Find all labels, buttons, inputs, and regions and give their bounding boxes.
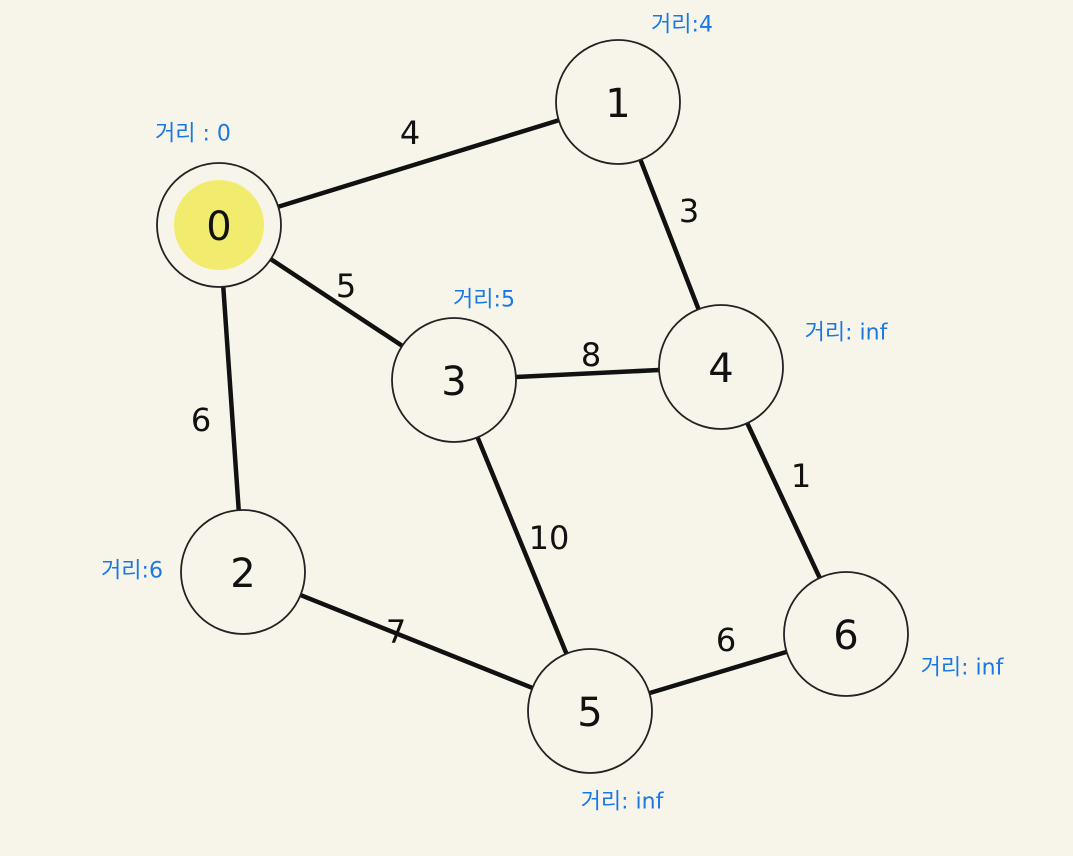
edge-weight-0-1: 4	[400, 114, 420, 152]
node-highlight-0	[174, 180, 264, 270]
distance-label-5: 거리: inf	[581, 790, 665, 815]
edge-3-4	[513, 367, 662, 380]
node-circle-1	[555, 39, 681, 165]
node-2: 2	[180, 509, 306, 635]
node-circle-3	[391, 317, 517, 443]
edge-weight-0-2: 6	[191, 401, 211, 439]
node-label-6: 6	[833, 613, 858, 659]
edge-weight-0-3: 5	[336, 267, 356, 305]
node-label-3: 3	[441, 359, 466, 405]
node-circle-4	[658, 304, 784, 430]
edge-weight-3-4: 8	[581, 336, 601, 374]
node-label-1: 1	[605, 81, 630, 127]
distance-labels-layer: 거리 : 0 거리:4 거리:6 거리:5 거리: inf 거리: inf 거리: inf	[101, 13, 1005, 815]
edge-4-6	[745, 420, 822, 581]
edge-weight-1-4: 3	[679, 192, 699, 230]
edge-5-6	[647, 649, 789, 696]
nodes-layer: 0 1 2 3 4 5 6	[156, 39, 909, 774]
distance-label-4: 거리: inf	[805, 321, 889, 346]
distance-label-3: 거리:5	[453, 288, 515, 313]
node-1: 1	[555, 39, 681, 165]
node-label-2: 2	[230, 551, 255, 597]
edge-weight-5-6: 6	[716, 621, 736, 659]
node-3: 3	[391, 317, 517, 443]
node-circle-5	[527, 648, 653, 774]
node-label-0: 0	[206, 204, 231, 250]
node-4: 4	[658, 304, 784, 430]
edge-1-4	[638, 157, 701, 312]
node-0: 0	[156, 162, 282, 288]
node-circle-6	[783, 571, 909, 697]
node-label-4: 4	[708, 346, 733, 392]
distance-label-6: 거리: inf	[921, 656, 1005, 681]
node-5: 5	[527, 648, 653, 774]
distance-label-0: 거리 : 0	[155, 122, 231, 147]
edge-0-1	[275, 118, 562, 209]
edge-0-3	[268, 256, 405, 349]
edge-3-5	[475, 435, 569, 656]
edge-2-5	[298, 592, 535, 691]
edges-layer	[221, 118, 822, 696]
weights-layer: 4 5 6 3 8 10 1 7 6	[191, 114, 811, 659]
edge-0-2	[221, 284, 241, 513]
edge-weight-4-6: 1	[791, 457, 811, 495]
edge-weight-3-5: 10	[529, 519, 570, 557]
node-circle-2	[180, 509, 306, 635]
distance-label-2: 거리:6	[101, 559, 163, 584]
distance-label-1: 거리:4	[651, 13, 713, 38]
node-label-5: 5	[577, 690, 602, 736]
edge-weight-2-5: 7	[386, 613, 406, 651]
node-6: 6	[783, 571, 909, 697]
